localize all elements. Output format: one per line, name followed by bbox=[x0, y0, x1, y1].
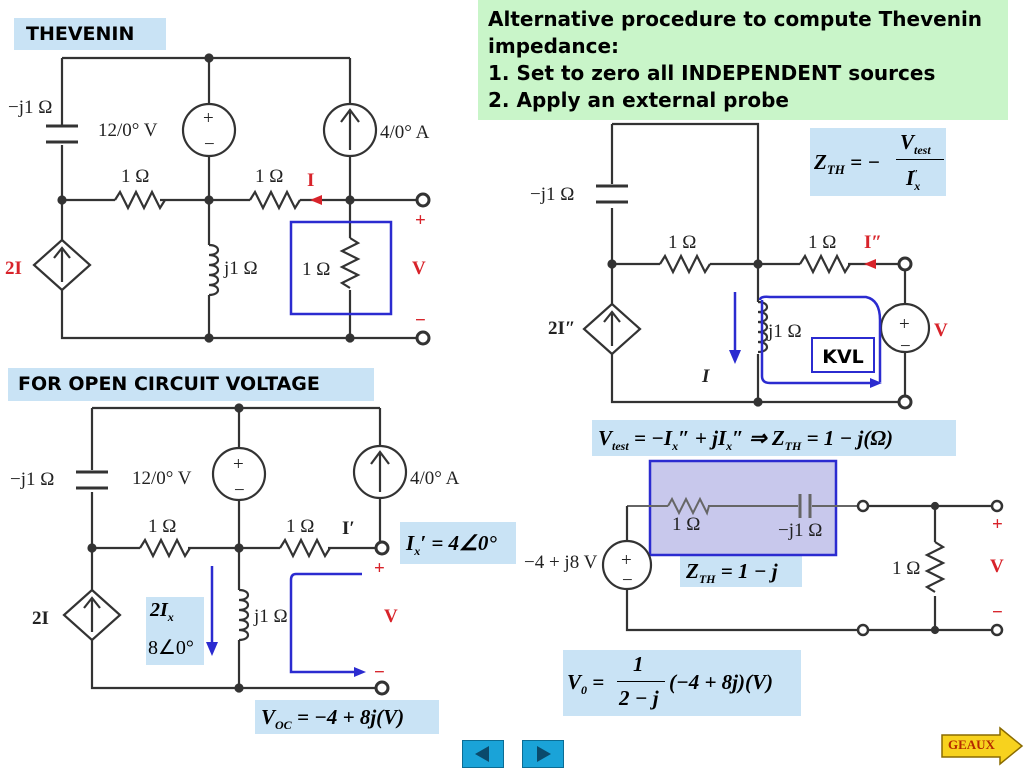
geaux-button[interactable]: GEAUX bbox=[940, 726, 1024, 766]
vtest-equation: Vtest = −Ix″ + jIx″ ⇒ ZTH = 1 − j(Ω) bbox=[592, 420, 956, 456]
kvl-label: KVL bbox=[811, 337, 875, 373]
r3-label-tl: 1 Ω bbox=[302, 259, 330, 280]
vsrc-label-bl: 12/0° V bbox=[132, 468, 192, 489]
ix-label-bl: I′ bbox=[342, 518, 355, 539]
dep-label-rt: 2I″ bbox=[548, 318, 575, 339]
open-circuit-title: FOR OPEN CIRCUIT VOLTAGE bbox=[8, 368, 374, 401]
svg-text:+: + bbox=[899, 314, 910, 335]
voc-label-bl: V bbox=[384, 606, 398, 627]
cap-label-bl: −j1 Ω bbox=[10, 469, 54, 490]
left-arrow-icon bbox=[475, 746, 489, 762]
ix-value: Ix′ = 4∠0° bbox=[400, 522, 516, 564]
svg-text:+: + bbox=[415, 210, 426, 231]
procedure-line-3: 1. Set to zero all INDEPENDENT sources bbox=[488, 61, 936, 85]
svg-text:−: − bbox=[622, 570, 633, 591]
svg-text:+: + bbox=[374, 558, 385, 579]
dep-label-bl: 2I bbox=[32, 608, 49, 629]
isrc-label-bl: 4/0° A bbox=[410, 468, 460, 489]
r1-label-tl: 1 Ω bbox=[121, 166, 149, 187]
svg-text:+: + bbox=[992, 514, 1003, 535]
zth-definition: ZTH = − Vtest Ix″ bbox=[810, 128, 946, 196]
next-button[interactable] bbox=[522, 740, 564, 768]
r2-label-rt: 1 Ω bbox=[808, 232, 836, 253]
r2-label-bl: 1 Ω bbox=[286, 516, 314, 537]
dep-label-tl: 2I bbox=[5, 258, 22, 279]
prev-button[interactable] bbox=[462, 740, 504, 768]
geaux-label: GEAUX bbox=[948, 737, 995, 752]
isrc-label-tl: 4/0° A bbox=[380, 122, 430, 143]
note-2ix: 2Ix 8∠0° bbox=[146, 597, 204, 665]
svg-text:−: − bbox=[234, 480, 245, 501]
v0-equation: V0 = 1 2 − j (−4 + 8j)(V) bbox=[563, 650, 801, 716]
vo-label-rb: V bbox=[990, 556, 1004, 577]
r-label-rb: 1 Ω bbox=[672, 514, 700, 535]
plus-sign: + bbox=[203, 108, 214, 129]
ix-label-tl: I bbox=[307, 170, 314, 191]
procedure-line-4: 2. Apply an external probe bbox=[488, 88, 789, 112]
arrow-shape-icon bbox=[941, 726, 1024, 766]
ind-label-bl: j1 Ω bbox=[253, 606, 288, 627]
svg-text:−: − bbox=[204, 134, 215, 155]
rload-label-rb: 1 Ω bbox=[892, 558, 920, 579]
thevenin-title: THEVENIN bbox=[14, 18, 166, 50]
svg-text:−: − bbox=[900, 336, 911, 357]
vtest-label-rt: V bbox=[934, 320, 948, 341]
ix2-label-rt: I″ bbox=[864, 232, 882, 253]
procedure-box: Alternative procedure to compute Theveni… bbox=[478, 0, 1008, 120]
svg-text:+: + bbox=[621, 550, 632, 571]
vsrc-label-tl: 12/0° V bbox=[98, 120, 158, 141]
svg-text:−: − bbox=[415, 310, 426, 331]
right-arrow-icon bbox=[537, 746, 551, 762]
svg-text:−: − bbox=[992, 602, 1003, 623]
svg-text:+: + bbox=[233, 454, 244, 475]
cap-label-rt: −j1 Ω bbox=[530, 184, 574, 205]
ind-label-tl: j1 Ω bbox=[223, 258, 258, 279]
zth-value: ZTH = 1 − j bbox=[680, 555, 802, 587]
cap-label-tl: −j1 Ω bbox=[8, 97, 52, 118]
cap-label-rb: −j1 Ω bbox=[778, 520, 822, 541]
r2-label-tl: 1 Ω bbox=[255, 166, 283, 187]
procedure-line-2: impedance: bbox=[488, 34, 620, 58]
procedure-line-1: Alternative procedure to compute Theveni… bbox=[488, 7, 983, 31]
vo-label-tl: V bbox=[412, 258, 426, 279]
r1-label-bl: 1 Ω bbox=[148, 516, 176, 537]
svg-text:−: − bbox=[374, 662, 385, 683]
ind-label-rt: j1 Ω bbox=[767, 321, 802, 342]
src-label-rb: −4 + j8 V bbox=[524, 552, 598, 573]
r1-label-rt: 1 Ω bbox=[668, 232, 696, 253]
voc-equation: VOC = −4 + 8j(V) bbox=[255, 700, 439, 734]
ix-arrow-label-rt: I bbox=[701, 366, 710, 387]
